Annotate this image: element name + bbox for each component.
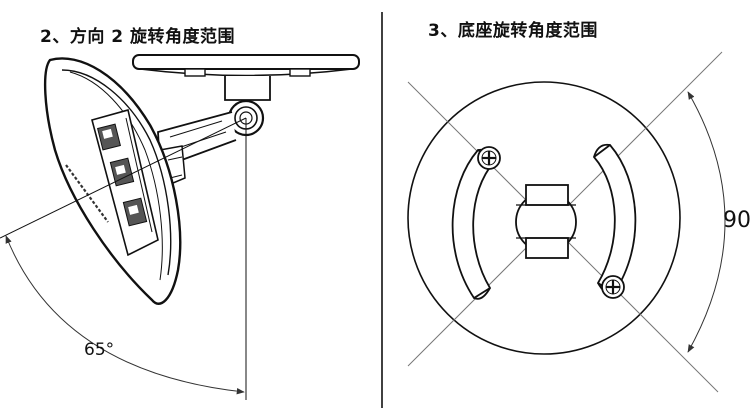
rotation-angle-label: 90 (723, 208, 751, 233)
angle-arc-65 (5, 235, 245, 395)
screw-bottom-right (601, 275, 625, 299)
angle-arc-90 (687, 91, 726, 353)
left-mount-illustration (0, 54, 360, 400)
center-neck (515, 184, 577, 259)
mount-plate (132, 54, 360, 77)
right-base-illustration (407, 51, 726, 393)
port-panel (91, 109, 159, 257)
screw-top-left (477, 146, 501, 170)
tilt-angle-label: 65° (84, 340, 115, 360)
tilt-axis-lines (0, 117, 247, 400)
right-panel-title: 3、底座旋转角度范围 (428, 21, 598, 41)
mount-neck (224, 76, 271, 101)
left-panel-title: 2、方向 2 旋转角度范围 (40, 27, 235, 47)
